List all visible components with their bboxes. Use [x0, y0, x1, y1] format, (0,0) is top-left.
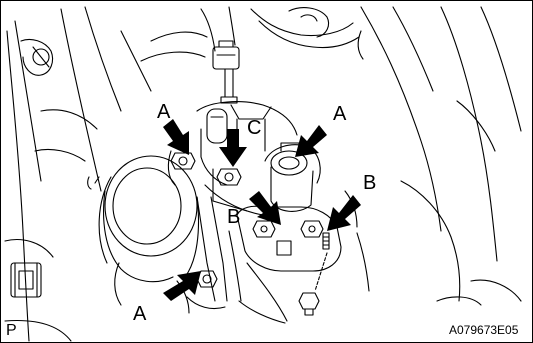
- callout-label-a-upper-left: A: [157, 101, 171, 123]
- callout-label-b-right: B: [363, 172, 377, 194]
- callout-label-c: C: [247, 117, 262, 139]
- corner-label: P: [6, 322, 17, 339]
- callout-label-b-left: B: [227, 206, 241, 228]
- callout-label-a-lower-left: A: [133, 303, 147, 325]
- callout-label-a-upper-right: A: [333, 103, 347, 125]
- figure-id: A079673E05: [449, 323, 519, 337]
